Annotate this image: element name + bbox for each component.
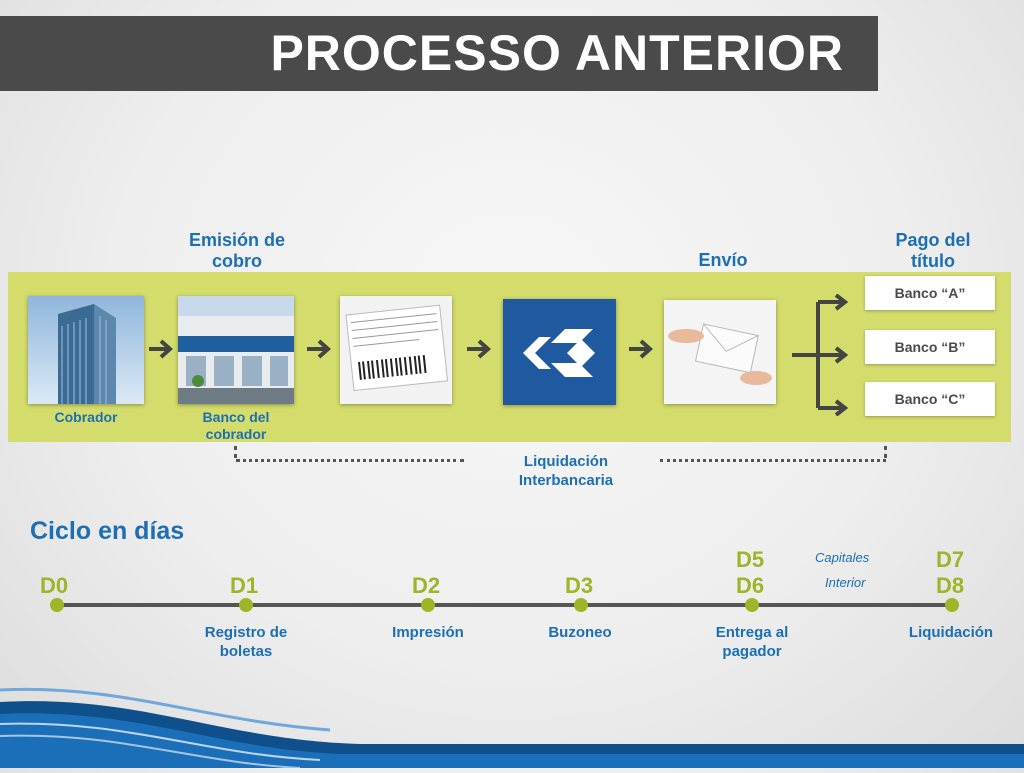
day-label-d7: D7: [936, 547, 965, 572]
timeline-dot-d0: [50, 598, 64, 612]
timeline-dot-d2: [421, 598, 435, 612]
caption-liquidacion-interbancaria: Liquidación Interbancaria: [518, 453, 614, 489]
arrow-right-icon: [305, 336, 333, 368]
day-label-d2: D2: [412, 573, 441, 598]
bracket-right-end: [884, 446, 891, 458]
building-icon: [28, 296, 144, 404]
boleto-document-icon: [340, 296, 452, 404]
bracket-left-end: [234, 446, 241, 458]
caption-cobrador: Cobrador: [54, 409, 118, 425]
bank-a-box: Banco “A”: [865, 276, 995, 310]
timeline-dot-d6: [745, 598, 759, 612]
stage-label-emision: Emisión de cobro: [188, 230, 286, 271]
label-capitales: Capitales: [815, 550, 870, 565]
arrow-right-icon: [627, 336, 655, 368]
stage-label-envio: Envío: [698, 250, 748, 270]
footer-decoration: [0, 680, 1024, 769]
stage-label-pago: Pago del título: [895, 230, 971, 271]
interbank-logo-icon: [503, 299, 616, 405]
title-bar: PROCESSO ANTERIOR: [0, 16, 878, 91]
timeline-caption-buzoneo: Buzoneo: [548, 624, 612, 641]
timeline-caption-registro: Registro de boletas: [204, 624, 288, 660]
arrow-right-icon: [147, 336, 175, 368]
timeline-dot-d8: [945, 598, 959, 612]
timeline-caption-liquidacion: Liquidación: [908, 624, 994, 641]
day-label-d1: D1: [230, 573, 259, 598]
timeline-dot-d3: [574, 598, 588, 612]
bank-c-box: Banco “C”: [865, 382, 995, 416]
arrow-right-icon: [465, 336, 493, 368]
caption-banco-cobrador: Banco del cobrador: [202, 409, 270, 442]
label-interior: Interior: [825, 575, 866, 590]
bank-b-box: Banco “B”: [865, 330, 995, 364]
day-label-d0: D0: [40, 573, 69, 598]
timeline-caption-entrega: Entrega al pagador: [715, 624, 789, 660]
bank-branch-icon: [178, 296, 294, 404]
timeline-line: [56, 603, 952, 607]
page-title: PROCESSO ANTERIOR: [270, 25, 844, 81]
day-label-d5: D5: [736, 547, 765, 572]
envelope-hands-icon: [664, 300, 776, 404]
day-label-d3: D3: [565, 573, 594, 598]
timeline-dot-d1: [239, 598, 253, 612]
day-label-d6: D6: [736, 573, 765, 598]
bracket-right-line: [660, 459, 886, 462]
day-label-d8: D8: [936, 573, 965, 598]
timeline-caption-impresion: Impresión: [392, 624, 464, 641]
branch-arrow-icon: [792, 293, 852, 421]
bracket-left-line: [236, 459, 464, 462]
cycle-title: Ciclo en días: [30, 517, 185, 545]
